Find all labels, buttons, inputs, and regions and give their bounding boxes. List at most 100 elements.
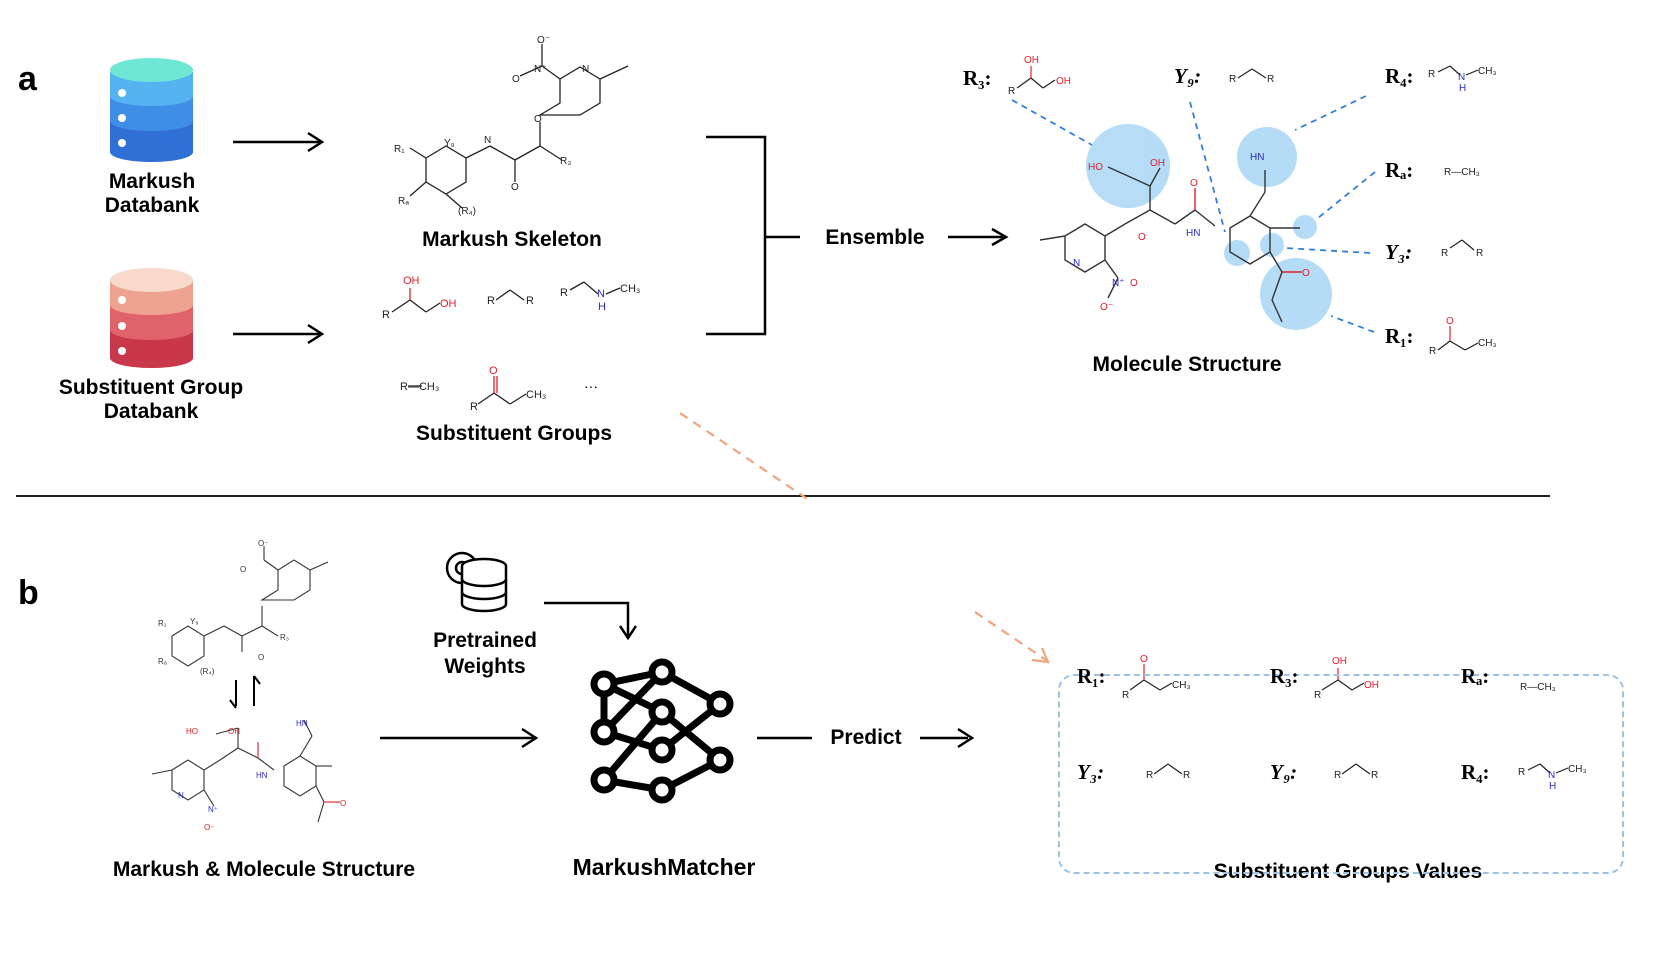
svg-text:H: H [1549,781,1556,792]
svg-text:R: R [560,287,568,299]
svg-text:OH: OH [228,727,240,736]
skeleton-o-ether: O [534,114,542,125]
svg-text:OH: OH [403,275,420,287]
substituent-values-label: Substituent Groups Values [1213,860,1483,883]
svg-text:O: O [1130,278,1138,289]
skeleton-ra: Rₐ [398,196,409,207]
skeleton-r3: R₃ [560,156,571,167]
skeleton-nh: N [484,135,491,146]
svg-text:O: O [1140,654,1148,665]
svg-text:O⁻: O⁻ [204,823,214,832]
pretrained-weights-icon [445,551,508,613]
svg-text:OH: OH [1364,680,1379,691]
svg-text:R: R [470,401,478,413]
svg-text:R: R [382,309,390,321]
result-label-y9: Y₉: [1270,760,1298,784]
svg-text:O: O [258,653,264,662]
result-label-y3: Y₃: [1077,760,1105,784]
predict-label: Predict [830,726,902,749]
svg-text:R: R [1476,248,1483,259]
svg-text:O⁻: O⁻ [1100,302,1113,313]
svg-text:R: R [1146,770,1153,781]
svg-text:H: H [598,301,606,313]
equilibrium-arrows-icon [229,675,261,709]
markush-databank-icon [110,58,193,162]
result-label-r4: R₄: [1461,760,1490,784]
result-label-ra: Rₐ: [1461,664,1490,688]
svg-text:N: N [1458,72,1465,83]
orange-arrowhead [974,611,1050,664]
ensemble-bracket [706,135,1009,336]
svg-text:R: R [1428,69,1435,80]
map-label-y9: Y₉: [1174,64,1202,88]
svg-text:OH: OH [1024,55,1039,66]
substituent-fragments [391,281,621,405]
svg-text:OH: OH [1150,158,1165,169]
small-molecule-atoms: HO OH HN HN N N⁺ O⁻ O [178,719,346,832]
svg-text:R: R [1518,767,1525,778]
small-markush-atoms: R₁ Y₉ Rₐ (R₄) O R₃ O⁻ O [158,539,289,676]
svg-text:R: R [1267,74,1274,85]
skeleton-o-double: O [512,74,520,85]
markush-skeleton-atoms: R₁ Y₉ Rₐ (R₄) N O O R₃ N N⁺ O⁻ O [394,35,589,217]
svg-text:N⁺: N⁺ [1112,278,1125,289]
weights-arrow [544,601,638,641]
ensemble-label: Ensemble [825,226,925,249]
map-label-y3: Y₃: [1385,240,1413,264]
svg-text:OH: OH [440,298,457,310]
molecule-atom-labels: HO OH O O HN HN N N⁺ O O⁻ O [1073,152,1310,313]
svg-text:R: R [1122,690,1129,701]
svg-text:R: R [1371,770,1378,781]
svg-text:O: O [1446,316,1454,327]
map-label-r3: R₃: [963,66,992,90]
svg-text:N: N [1548,770,1555,781]
svg-text:R: R [1441,248,1448,259]
databank-arrows [233,131,325,345]
result-label-r1: R₁: [1077,664,1106,688]
svg-text:O: O [1190,178,1198,189]
svg-text:R₃: R₃ [280,633,289,642]
svg-text:R₁: R₁ [158,619,167,628]
map-label-r4: R₄: [1385,64,1414,88]
small-markush-structure [171,546,329,667]
svg-text:CH₃: CH₃ [1568,764,1587,775]
svg-text:N: N [597,288,605,300]
svg-text:CH₃: CH₃ [1172,680,1191,691]
result-fragments [1129,664,1569,775]
svg-text:R—CH₃: R—CH₃ [1444,167,1480,178]
map-label-ra: Rₐ: [1385,158,1414,182]
svg-text:HN: HN [1250,152,1264,163]
skeleton-o: O [511,182,519,193]
svg-text:R: R [1008,86,1015,97]
svg-text:O: O [489,365,498,377]
results-box [1058,674,1624,874]
svg-text:H: H [1459,83,1466,94]
result-label-r3: R₃: [1270,664,1299,688]
mapping-fragment-labels: R OH OH R R R N H CH₃ R—CH₃ R R R O CH₃ [1008,55,1497,357]
svg-text:O: O [340,799,346,808]
svg-text:O: O [240,565,246,574]
neural-network-icon [590,658,734,804]
svg-text:R: R [1183,770,1190,781]
substituent-ellipsis: ··· [584,378,598,394]
svg-text:(R₄): (R₄) [200,667,215,676]
svg-text:HN: HN [296,719,308,728]
svg-text:R—CH₃: R—CH₃ [400,381,439,393]
skeleton-n-ring: N [582,64,589,75]
svg-text:R: R [1334,770,1341,781]
markush-skeleton-label: Markush Skeleton [422,228,602,251]
svg-text:OH: OH [1056,76,1071,87]
svg-text:N: N [1073,258,1080,269]
svg-text:O: O [1138,232,1146,243]
svg-text:HN: HN [1186,228,1200,239]
svg-text:R: R [487,295,495,307]
svg-text:R: R [526,295,534,307]
svg-text:R: R [1229,74,1236,85]
markush-molecule-label: Markush & Molecule Structure [112,858,416,881]
skeleton-y9: Y₉ [444,138,455,149]
svg-text:CH₃: CH₃ [620,283,640,295]
svg-text:CH₃: CH₃ [526,389,546,401]
